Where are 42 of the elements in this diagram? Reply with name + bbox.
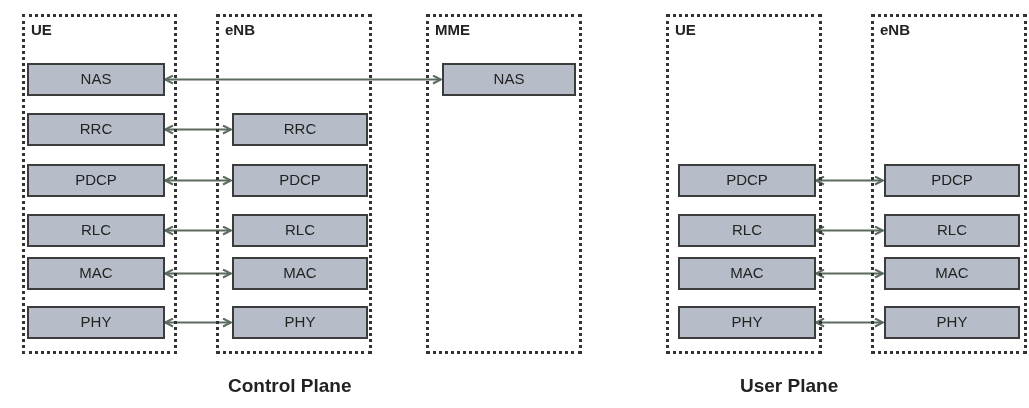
protocol-layer-box: NAS <box>442 63 576 96</box>
protocol-layer-box: MAC <box>884 257 1020 290</box>
protocol-layer-box: RLC <box>232 214 368 247</box>
layer-group-frame <box>22 14 177 354</box>
group-heading: MME <box>435 20 470 40</box>
protocol-layer-box: RRC <box>27 113 165 146</box>
plane-caption: User Plane <box>740 374 839 398</box>
layer-group-frame <box>666 14 822 354</box>
group-heading: eNB <box>225 20 255 40</box>
protocol-layer-box: MAC <box>232 257 368 290</box>
double-arrow <box>815 225 884 236</box>
double-arrow <box>164 124 232 135</box>
protocol-layer-box: MAC <box>27 257 165 290</box>
protocol-layer-box: RLC <box>27 214 165 247</box>
double-arrow <box>164 225 232 236</box>
double-arrow <box>164 317 232 328</box>
protocol-layer-box: RLC <box>884 214 1020 247</box>
protocol-layer-box: NAS <box>27 63 165 96</box>
layer-group-frame <box>871 14 1027 354</box>
protocol-layer-box: PHY <box>232 306 368 339</box>
protocol-layer-box: RRC <box>232 113 368 146</box>
double-arrow <box>164 74 442 85</box>
double-arrow <box>815 317 884 328</box>
protocol-layer-box: RLC <box>678 214 816 247</box>
protocol-layer-box: PHY <box>884 306 1020 339</box>
layer-group-frame <box>426 14 582 354</box>
double-arrow <box>815 175 884 186</box>
protocol-layer-box: MAC <box>678 257 816 290</box>
protocol-layer-box: PHY <box>27 306 165 339</box>
layer-group-frame <box>216 14 372 354</box>
group-heading: UE <box>675 20 696 40</box>
protocol-layer-box: PDCP <box>27 164 165 197</box>
double-arrow <box>164 268 232 279</box>
protocol-layer-box: PHY <box>678 306 816 339</box>
double-arrow <box>164 175 232 186</box>
plane-caption: Control Plane <box>228 374 352 398</box>
protocol-layer-box: PDCP <box>232 164 368 197</box>
group-heading: eNB <box>880 20 910 40</box>
protocol-layer-box: PDCP <box>884 164 1020 197</box>
double-arrow <box>815 268 884 279</box>
group-heading: UE <box>31 20 52 40</box>
protocol-layer-box: PDCP <box>678 164 816 197</box>
